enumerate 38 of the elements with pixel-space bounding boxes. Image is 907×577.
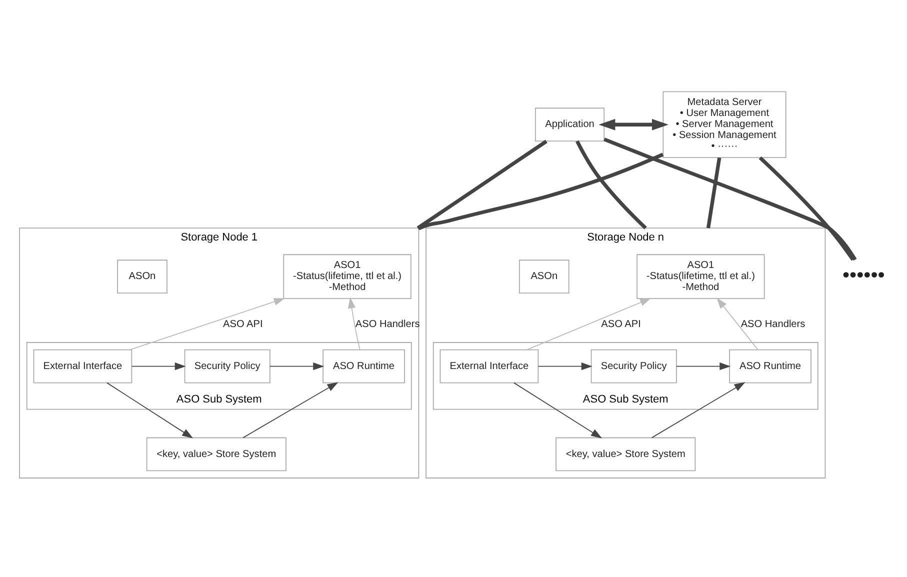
node-box: <key, value> Store System [146,437,286,472]
connector [416,140,548,230]
arrow [598,118,668,130]
edge-label: ASO Handlers [355,318,420,330]
connector [706,157,722,228]
arrow [106,382,194,438]
arrow [348,297,360,350]
arrow [131,362,186,370]
edge-label: ASO Handlers [740,318,806,330]
arrow [270,362,324,370]
node-text: •••••• [842,264,885,287]
node-box: ASO1 -Status(lifetime, ttl et al.) -Method [636,254,765,300]
connector [576,140,647,230]
arrow [716,298,758,350]
node-box: <key, value> Store System [556,437,696,472]
arrow [526,298,652,350]
connector [418,152,664,230]
node-box: Application [534,108,605,142]
connector [604,138,857,261]
arrow [242,382,338,438]
node-box: Metadata Server • User Management • Server Management • Session Management • ······ [662,91,786,158]
edge-label: ASO API [223,318,263,330]
node-box: Security Policy [184,349,270,384]
arrow [129,298,285,350]
node-box: External Interface [33,349,132,384]
node-box: Security Policy [590,349,677,384]
node-box: ASOn [117,260,168,294]
node-box: ASO1 -Status(lifetime, ttl et al.) -Method [283,254,412,300]
arrow [538,362,592,370]
node-box: ASOn [518,260,570,294]
node-box: External Interface [440,349,539,384]
arrow [513,382,602,438]
node-box: ASO Runtime [322,349,405,384]
arrow [651,382,746,438]
connector [758,156,854,261]
node-box: ASO Runtime [729,349,812,384]
arrow [676,362,731,370]
edge-label: ASO API [601,318,641,330]
